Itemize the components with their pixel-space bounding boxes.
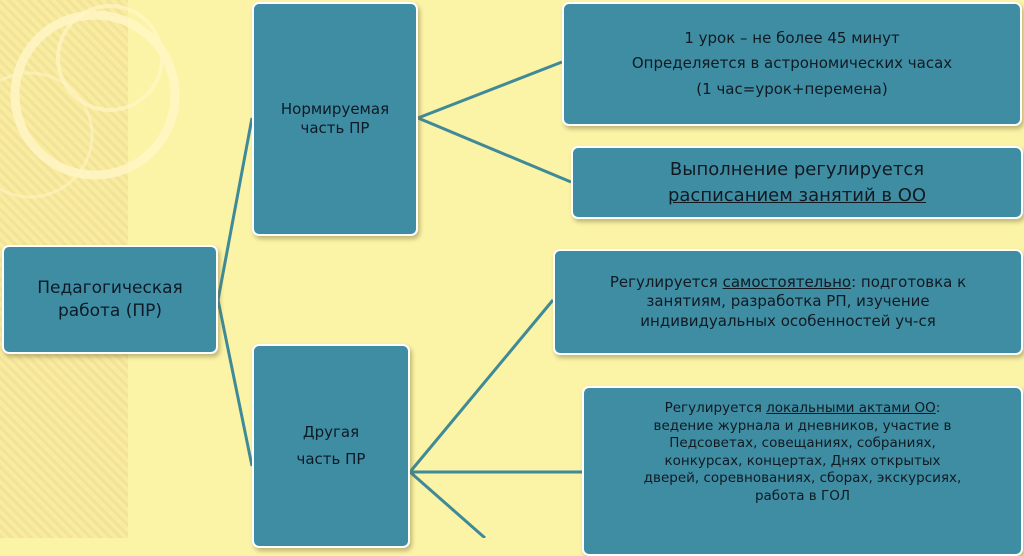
- normed-label-line1: Нормируемая: [281, 100, 389, 120]
- connector-root-other: [218, 300, 252, 466]
- lesson-line1: 1 урок – не более 45 минут: [684, 29, 899, 49]
- root-label-line1: Педагогическая: [37, 277, 183, 299]
- self-underlined: самостоятельно: [723, 273, 852, 291]
- schedule-box: Выполнение регулируется расписанием заня…: [571, 146, 1023, 219]
- self-line3: индивидуальных особенностей уч-ся: [640, 312, 935, 332]
- schedule-line2: расписанием занятий в ОО: [668, 183, 926, 208]
- connector-other-offscreen: [410, 472, 485, 538]
- lesson-line2: Определяется в астрономических часах: [632, 54, 952, 74]
- self-regulated-box: Регулируется самостоятельно: подготовка …: [553, 249, 1023, 355]
- other-part-node: Другая часть ПР: [252, 344, 410, 548]
- local-prefix: Регулируется: [665, 400, 767, 416]
- local-line4: конкурсах, концертах, Днях открытых: [664, 453, 940, 471]
- local-acts-box: Регулируется локальными актами ОО: веден…: [582, 386, 1023, 556]
- local-line2: ведение журнала и дневников, участие в: [653, 418, 951, 436]
- root-node: Педагогическая работа (ПР): [2, 245, 218, 354]
- normed-part-node: Нормируемая часть ПР: [252, 2, 418, 236]
- normed-label-line2: часть ПР: [301, 119, 370, 139]
- root-label-line2: работа (ПР): [58, 300, 162, 322]
- local-line6: работа в ГОЛ: [755, 488, 850, 506]
- local-line3: Педсоветах, совещаниях, собраниях,: [669, 435, 936, 453]
- local-line5: дверей, соревнованиях, сборах, экскурсия…: [644, 470, 962, 488]
- other-label-line2: часть ПР: [297, 450, 366, 470]
- lesson-duration-box: 1 урок – не более 45 минут Определяется …: [562, 2, 1022, 126]
- local-underlined: локальными актами ОО: [766, 400, 936, 416]
- self-rest: : подготовка к: [851, 273, 966, 291]
- other-label-line1: Другая: [303, 423, 359, 443]
- self-line1: Регулируется самостоятельно: подготовка …: [610, 273, 966, 293]
- local-rest: :: [936, 400, 941, 416]
- connector-normed-schedule: [418, 118, 571, 182]
- schedule-line1: Выполнение регулируется: [670, 157, 924, 182]
- lesson-line3: (1 час=урок+перемена): [696, 80, 887, 100]
- self-line2: занятиям, разработка РП, изучение: [646, 292, 929, 312]
- self-prefix: Регулируется: [610, 273, 723, 291]
- connector-other-self: [410, 300, 553, 472]
- connector-normed-lesson: [418, 62, 562, 118]
- local-line1: Регулируется локальными актами ОО:: [665, 400, 941, 418]
- connector-root-normed: [218, 118, 252, 300]
